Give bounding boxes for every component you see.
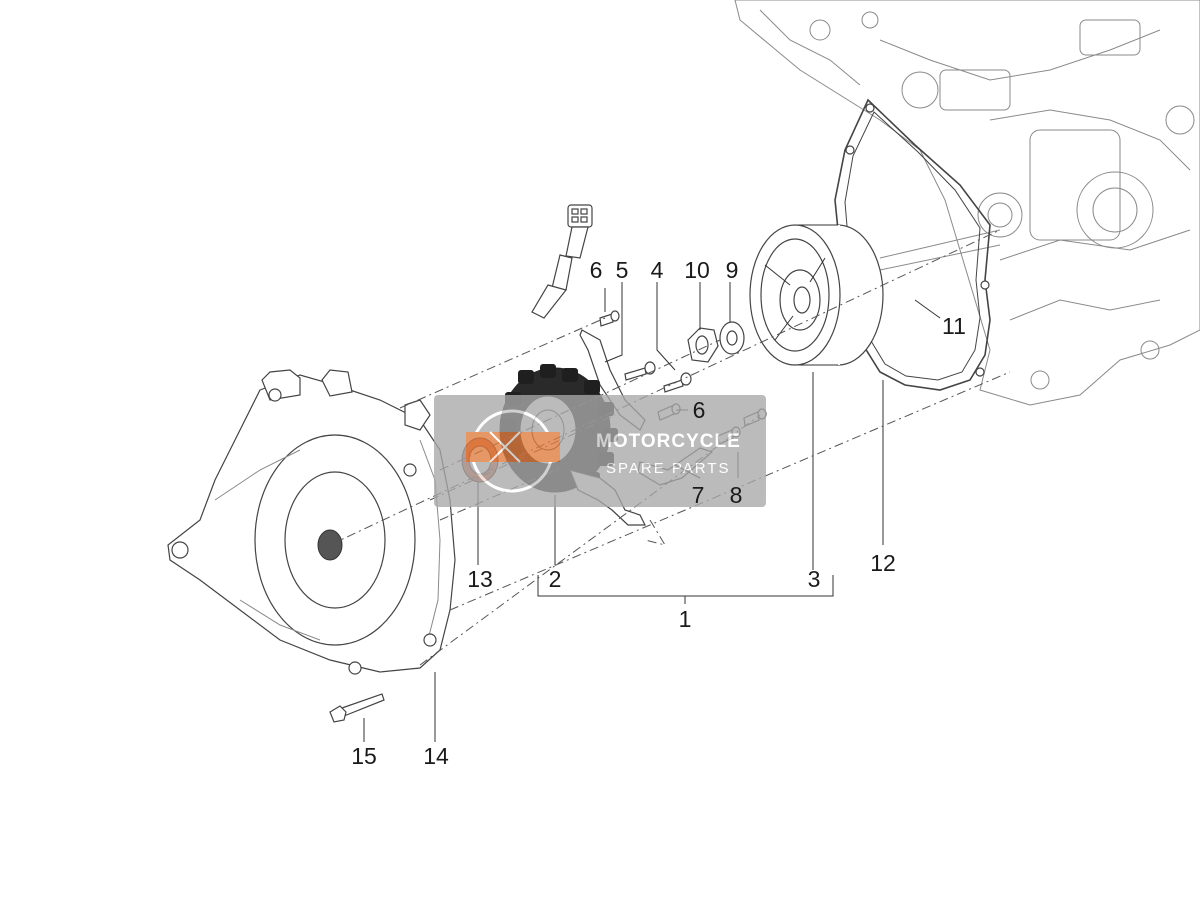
part-labels: 6 5 4 10 9 11 6 7 8 12 13 2 3 1 15 14 bbox=[351, 257, 966, 769]
label-part-4: 4 bbox=[651, 257, 664, 283]
label-part-10: 10 bbox=[684, 257, 710, 283]
label-part-7: 7 bbox=[692, 482, 705, 508]
watermark-subtitle: SPARE PARTS bbox=[606, 460, 731, 477]
label-part-14: 14 bbox=[423, 743, 449, 769]
stator-screws bbox=[624, 361, 692, 393]
label-part-6-upper: 6 bbox=[590, 257, 603, 283]
label-part-8: 8 bbox=[730, 482, 743, 508]
label-part-9: 9 bbox=[726, 257, 739, 283]
wiring-connector bbox=[531, 204, 593, 319]
engine-crankcase bbox=[734, 0, 1200, 406]
label-part-13: 13 bbox=[467, 566, 493, 592]
watermark-box bbox=[434, 395, 766, 507]
label-part-11: 11 bbox=[942, 313, 966, 339]
label-part-12: 12 bbox=[870, 550, 896, 576]
watermark: MOTORCYCLE SPARE PARTS bbox=[434, 395, 766, 507]
small-screw-upper bbox=[599, 310, 620, 327]
label-part-6-lower: 6 bbox=[693, 397, 706, 423]
label-part-1: 1 bbox=[679, 606, 692, 632]
label-part-5: 5 bbox=[616, 257, 629, 283]
flywheel-cover bbox=[167, 369, 456, 675]
watermark-title: MOTORCYCLE bbox=[596, 431, 741, 452]
label-part-2: 2 bbox=[549, 566, 562, 592]
flywheel-nut bbox=[687, 327, 719, 363]
cover-bolt bbox=[329, 693, 385, 723]
label-part-15: 15 bbox=[351, 743, 377, 769]
flywheel-rotor bbox=[749, 224, 884, 366]
label-part-3: 3 bbox=[808, 566, 821, 592]
